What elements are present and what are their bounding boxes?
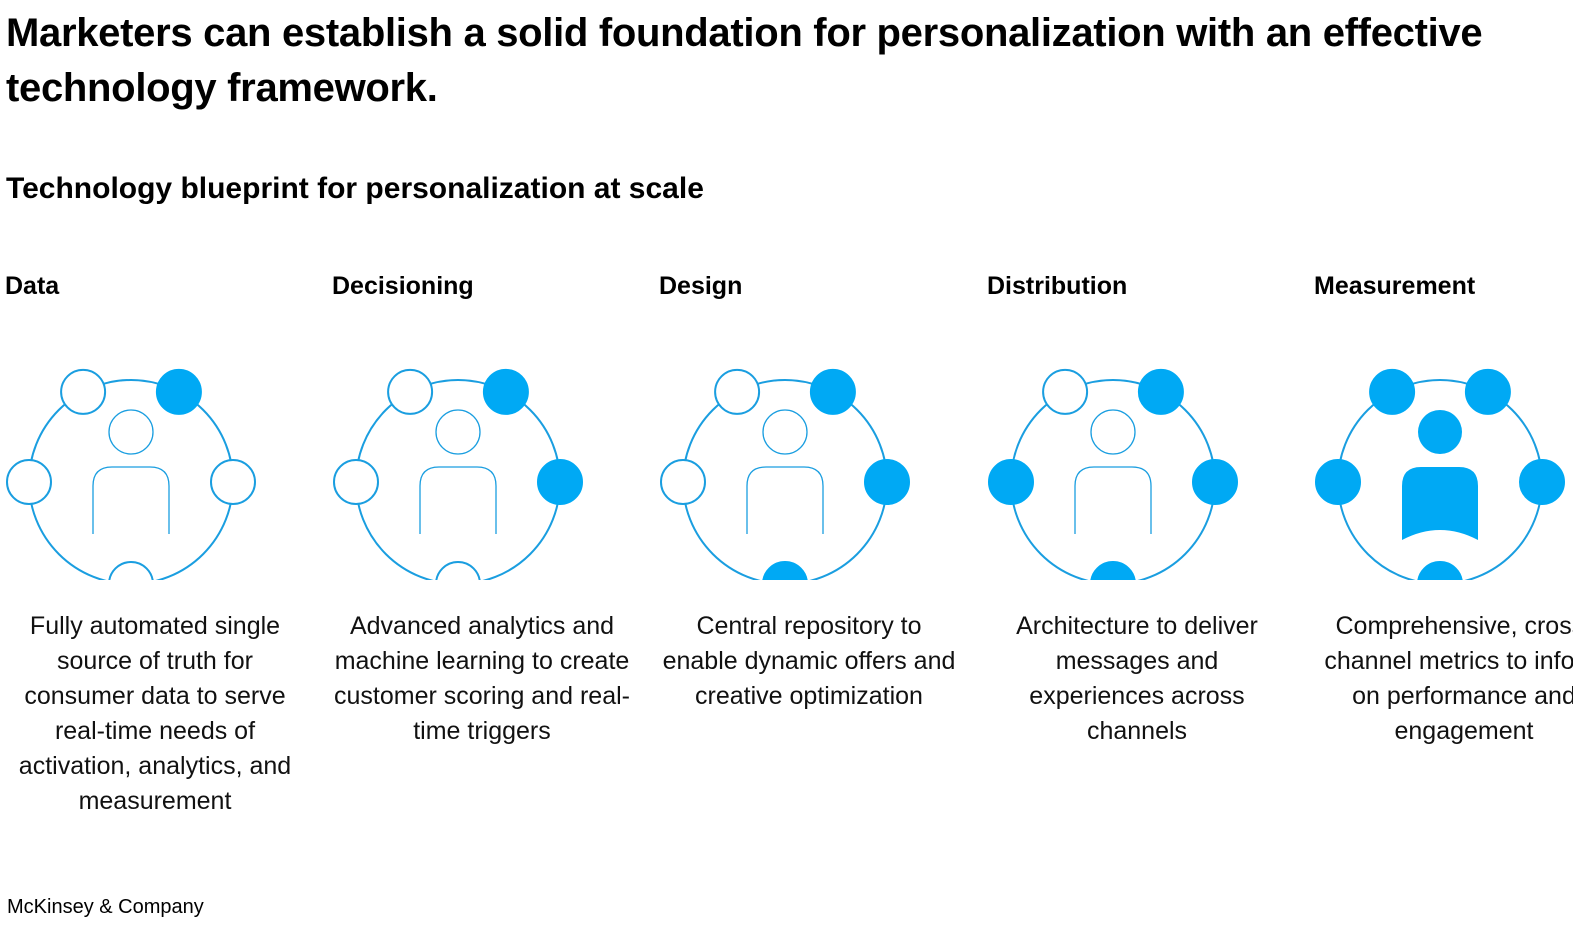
node-top-right-filled	[1137, 368, 1184, 415]
node-top-left-empty	[1042, 368, 1089, 415]
column-heading: Decisioning	[332, 272, 474, 300]
node-bottom-filled	[1090, 561, 1136, 580]
node-bottom-empty	[435, 561, 481, 580]
node-top-left-filled	[1369, 368, 1416, 415]
design-cycle-icon	[660, 368, 910, 580]
node-top-left-empty	[60, 368, 107, 415]
node-left-filled	[988, 459, 1034, 505]
node-top-left-empty	[714, 368, 761, 415]
column-heading: Data	[5, 272, 60, 300]
column-distribution: Distribution Architecture to deliver mes…	[987, 268, 1317, 828]
node-top-right-filled	[1464, 368, 1511, 415]
column-heading: Design	[659, 272, 743, 300]
distribution-cycle-icon	[988, 368, 1238, 580]
node-left-empty	[660, 459, 706, 505]
node-bottom-filled	[762, 561, 808, 580]
column-decisioning: Decisioning Advanced analytics and machi…	[332, 268, 662, 828]
column-design: Design Central repository to enable dyna…	[659, 268, 989, 828]
footer-source: McKinsey & Company	[7, 896, 204, 918]
column-heading: Measurement	[1314, 272, 1476, 300]
person-outline-icon	[1074, 409, 1152, 534]
person-outline-icon	[92, 409, 170, 534]
node-left-filled	[1315, 459, 1361, 505]
node-right-filled	[1192, 459, 1238, 505]
chart-subtitle: Technology blueprint for personalization…	[6, 172, 704, 205]
person-filled-icon	[1402, 410, 1478, 540]
data-cycle-icon	[6, 368, 256, 580]
column-description: Comprehensive, cross-channel metrics to …	[1324, 612, 1573, 745]
node-right-filled	[537, 459, 583, 505]
node-top-right-filled	[809, 368, 856, 415]
node-bottom-filled	[1417, 561, 1463, 580]
node-right-filled	[1519, 459, 1565, 505]
node-left-empty	[6, 459, 52, 505]
column-description: Fully automated single source of truth f…	[18, 612, 292, 815]
column-description: Central repository to enable dynamic off…	[662, 612, 956, 710]
node-right-filled	[864, 459, 910, 505]
measurement-cycle-icon	[1315, 368, 1565, 580]
column-measurement: Measurement Comprehensive, cross-channel…	[1314, 268, 1573, 828]
node-left-empty	[333, 459, 379, 505]
column-description: Advanced analytics and machine learning …	[334, 612, 630, 745]
column-description: Architecture to deliver messages and exp…	[1016, 612, 1258, 745]
column-heading: Distribution	[987, 272, 1128, 300]
node-top-left-empty	[387, 368, 434, 415]
chart-title: Marketers can establish a solid foundati…	[6, 11, 1483, 110]
node-right-empty	[210, 459, 256, 505]
column-data: Data Fully automated single source of tr…	[5, 268, 335, 828]
decisioning-cycle-icon	[333, 368, 583, 580]
node-top-right-filled	[482, 368, 529, 415]
person-outline-icon	[419, 409, 497, 534]
node-bottom-empty	[108, 561, 154, 580]
person-outline-icon	[746, 409, 824, 534]
node-top-right-filled	[155, 368, 202, 415]
